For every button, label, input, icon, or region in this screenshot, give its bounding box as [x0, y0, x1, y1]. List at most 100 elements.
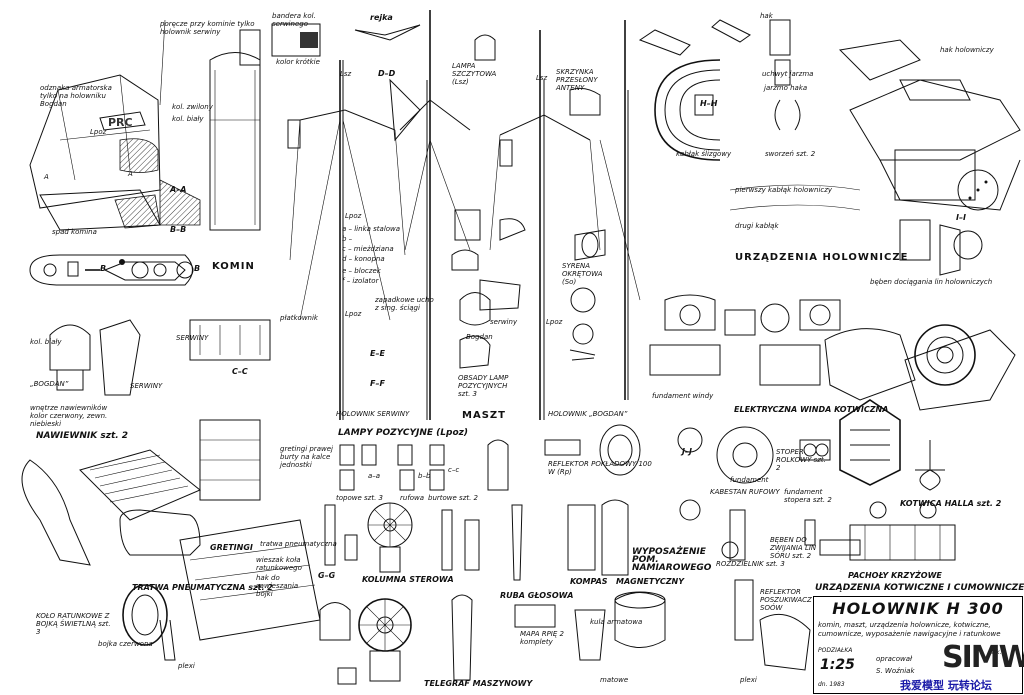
label-roller-stopper: STOPER ROLKOWY szt. 2: [776, 448, 826, 472]
label-buoy-hook: hak do zawieszania bojki: [256, 574, 299, 598]
label-deck-reflector: REFLEKTOR POKŁADOWY 100 W (Rp): [548, 460, 652, 476]
label-mast-head-lamp: LAMPA SZCZYTOWA (Lsz): [452, 62, 497, 86]
label-section-bb: b–b: [418, 472, 431, 480]
label-section-b-b: B–B: [170, 225, 187, 234]
label-chart: MAPA RPIĘ 2 komplety: [520, 630, 564, 646]
label-antenna-box: SKRZYNKA PRZESŁONY ANTENY: [556, 68, 598, 92]
label-yard: rejka: [370, 13, 393, 22]
watermark-logo: SIMWX: [942, 640, 1024, 675]
label-flag: bandera kol. serwinego: [272, 12, 316, 28]
title-block-date: dn. 1983: [818, 681, 845, 688]
label-telegraph: TELEGRAF MASZYNOWY: [424, 679, 533, 688]
towing-gear-drawings: [638, 19, 1021, 276]
label-capstan: KABESTAN RUFOWY: [710, 488, 780, 496]
label-rope-reel: BĘBEN DO ZWIJANIA LIN SÓRU szt. 2: [770, 536, 817, 560]
label-rope-c: c – mieżdziana: [342, 245, 394, 253]
label-lpoz-2: Lpoz: [345, 212, 362, 220]
label-chartroom-equipment: WYPOSAŻENIE POM. NAMIAROWEGO: [632, 547, 712, 573]
label-a-right: A: [128, 170, 133, 178]
label-rope-b: b –: [342, 235, 353, 243]
label-vent-interior: wnętrze nawiewników kolor czerwony, zewn…: [30, 404, 108, 428]
label-magnetic: MAGNETYCZNY: [616, 577, 685, 586]
anchor-gear-drawings: [649, 294, 1016, 671]
label-stopper-foundation: fundament stopera szt. 2: [784, 488, 832, 504]
title-block-sheet-label: ark.: [990, 649, 1002, 656]
label-lpoz-4: Lpoz: [546, 318, 563, 326]
label-towing-gear-title: URZĄDZENIA HOLOWNICZE: [735, 252, 909, 263]
label-second-arch: drugi kabłąk: [735, 222, 779, 230]
label-ball: kula armatowa: [590, 618, 643, 626]
label-flag-color: kolor krótkie: [276, 58, 320, 66]
label-voice-pipe: RUBA GŁOSOWA: [500, 591, 574, 600]
label-sliding-arch: kabłąk ślizgowy: [676, 150, 732, 158]
label-mast-title: MASZT: [462, 410, 506, 421]
label-section-e-e: E–E: [370, 349, 385, 358]
label-section-a-a: A–A: [170, 185, 187, 194]
title-block-description: komin, maszt, urządzenia holownicze, kot…: [818, 621, 1001, 638]
label-ventilator-title: NAWIEWNIK szt. 2: [36, 431, 129, 441]
label-foundation: fundament: [730, 476, 769, 484]
label-serwiny-2: SERWINY: [176, 334, 209, 342]
label-stern: rufowa: [400, 494, 425, 502]
navigation-equipment-drawings: [319, 424, 666, 685]
label-color-white: kol. biały: [172, 115, 204, 123]
label-tug-bogdan: HOLOWNIK „BOGDAN”: [548, 410, 628, 418]
title-block-scale-label: PODZIAŁKA: [818, 647, 853, 654]
label-anchor-gear-title: URZĄDZENIA KOTWICZNE I CUMOWNICZE: [815, 583, 1024, 593]
label-sidelights: burtowe szt. 2: [428, 494, 479, 502]
label-plexi-1: plexi: [178, 662, 195, 670]
label-section-f-f: F–F: [370, 379, 385, 388]
label-steering-column: KOLUMNA STEROWA: [362, 575, 454, 584]
label-towing-hook: hak holowniczy: [940, 46, 994, 54]
label-winch-drum: bęben dociągania lin holowniczych: [870, 278, 993, 286]
label-funnel-title: KOMIN: [212, 261, 255, 272]
label-first-arch: pierwszy kabłąk holowniczy: [735, 186, 833, 194]
label-gratings-title: GRETINGI: [210, 543, 253, 552]
label-windlass-foundation: fundament windy: [652, 392, 714, 400]
label-lsz-2: Lsz: [536, 74, 548, 82]
label-position-lamps: LAMPY POZYCYJNE (Lpoz): [338, 428, 468, 438]
label-section-aa: a–a: [368, 472, 381, 480]
label-b-right: B: [194, 264, 201, 273]
funnel-drawings: PRC: [29, 19, 321, 286]
label-funnel-railings: poręcze przy kominie tylko holownik serw…: [160, 20, 255, 36]
label-yoke-holder: uchwyt jarzma: [762, 70, 814, 78]
label-serwiny-side: SERWINY: [130, 382, 163, 390]
label-bogdan-side: „BOGDAN”: [30, 380, 69, 388]
label-distributor: ROZDZIELNIK szt. 3: [716, 560, 785, 568]
title-block: HOLOWNIK H 300 komin, maszt, urządzenia …: [813, 596, 1023, 694]
label-b-left: B: [100, 264, 107, 273]
label-tug-serwiny: HOLOWNIK SERWINY: [336, 410, 410, 418]
label-liferaft-title: TRATWA PNEUMATYCZNA szt. 2: [132, 583, 273, 592]
label-section-i-i: I–I: [956, 213, 966, 222]
label-rope-f: f – izolator: [342, 277, 379, 285]
label-insignia: odznaka armatorska tylko na holowniku Bo…: [40, 84, 112, 108]
label-lpoz-1: Lpoz: [90, 128, 107, 136]
label-serwiny-small: serwiny: [490, 318, 518, 326]
label-rope-e: e – bloczek: [342, 267, 381, 275]
label-latch-eye: zapadkowe ucho z sing. ściągi: [375, 296, 434, 312]
deck-equipment-drawings: [21, 319, 321, 661]
title-block-scale: 1:25: [820, 657, 855, 673]
label-plexi-2: plexi: [740, 676, 757, 684]
label-section-d-d: D–D: [378, 69, 396, 78]
label-section-g-g: G–G: [318, 571, 336, 580]
label-section-c-c: C–C: [232, 367, 248, 376]
label-a-left: A: [44, 173, 49, 181]
label-electric-windlass: ELEKTRYCZNA WINDA KOTWICZNA: [734, 405, 889, 414]
label-rope-a: a – linka stalowa: [342, 225, 401, 233]
label-lsz-1: Lsz: [340, 70, 352, 78]
title-block-heading: HOLOWNIK H 300: [832, 599, 1004, 618]
label-masthead: topowe szt. 3: [336, 494, 383, 502]
label-color-green: kol. zwilony: [172, 103, 213, 111]
label-cross-bollards: PACHOŁY KRZYŻOWE: [848, 571, 942, 580]
label-color-white-2: kol. biały: [30, 338, 62, 346]
mast-drawings: [287, 10, 641, 420]
label-pin: sworzeń szt. 2: [765, 150, 816, 158]
label-hook-yoke: jarzmo haka: [764, 84, 808, 92]
label-matte: matowe: [600, 676, 629, 684]
title-block-author-label: opracował: [876, 655, 913, 663]
label-buoy-rack: wieszak koła ratunkowego: [256, 556, 302, 572]
title-block-author: S. Woźniak: [876, 667, 915, 675]
label-search-light: REFLEKTOR POSZUKIWACZ SOÓW: [760, 588, 812, 612]
